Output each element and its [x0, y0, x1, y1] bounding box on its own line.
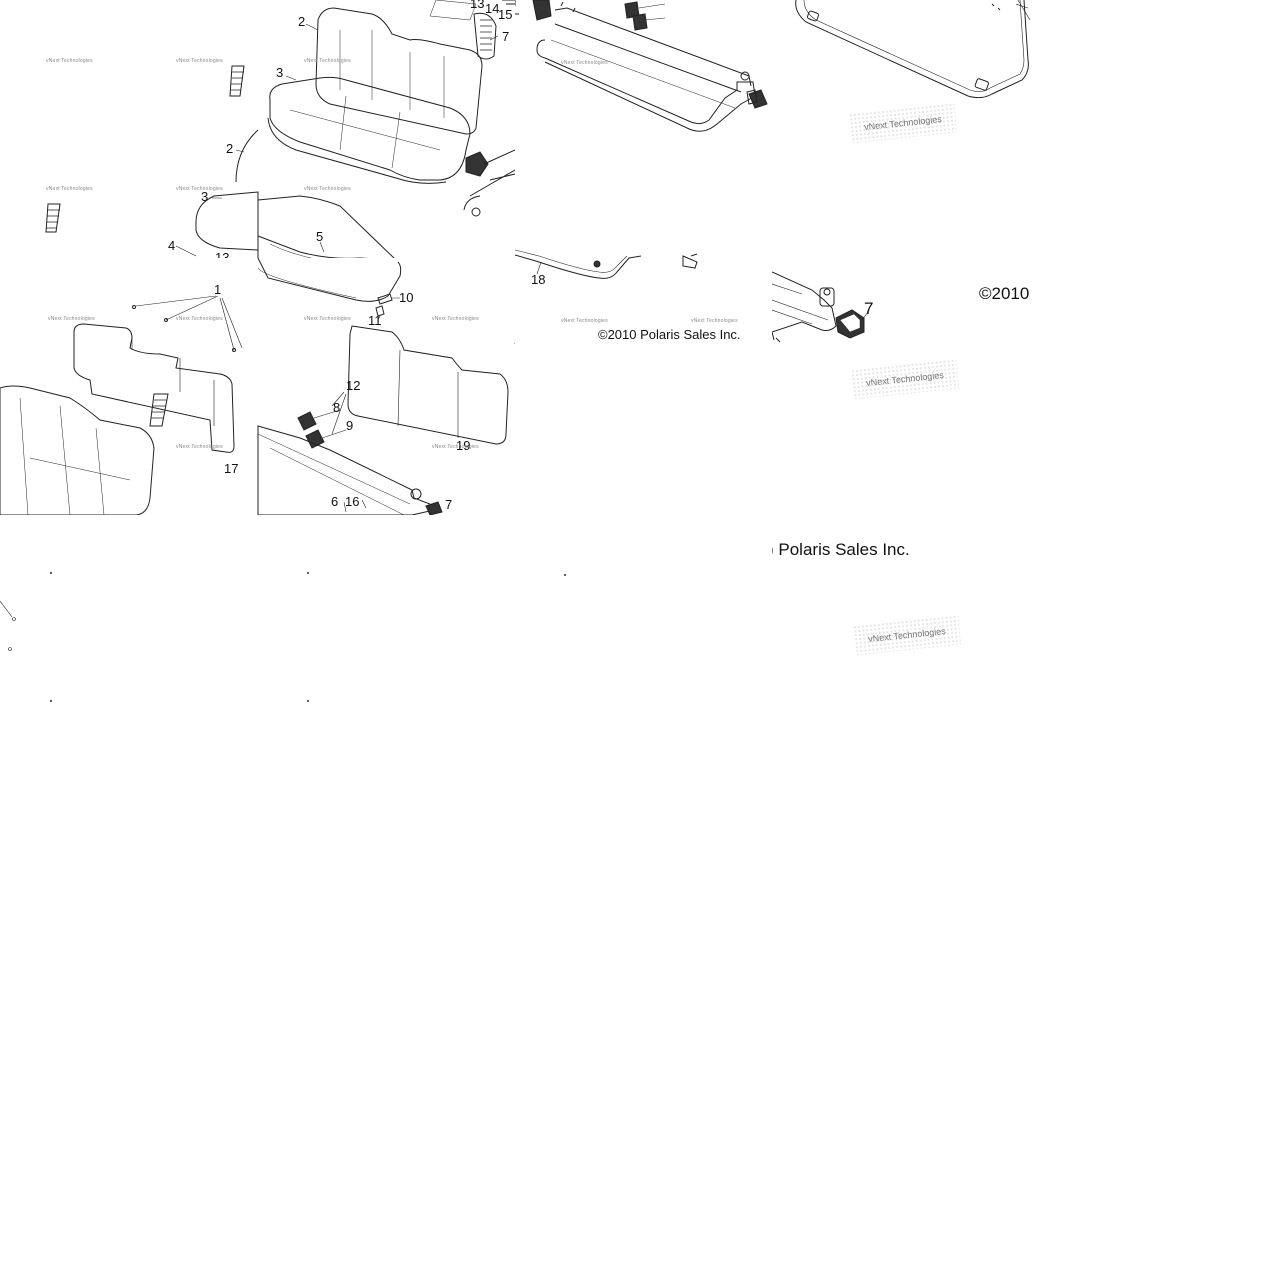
watermark: vNext Technologies: [304, 316, 351, 322]
diagram-tile-copyright: ) Polaris Sales Inc. vNext Technologies: [772, 520, 1032, 680]
callout-2b: 2: [226, 141, 234, 156]
callout-1: 1: [214, 282, 222, 297]
bracket-7: [425, 501, 443, 515]
seat-frame-zoom: [795, 0, 1029, 99]
watermark: vNext Technologies: [304, 58, 351, 64]
back-panel: [73, 323, 235, 453]
frame-drawing: [515, 0, 768, 279]
bracket-right-2: [746, 89, 758, 105]
frame-zoom-drawing: [795, 0, 1031, 99]
watermark: vNext Technologies: [561, 60, 608, 66]
faint-marks: [0, 571, 567, 703]
diagram-tile-seat-assembly-top: 2 3 13 14 15 7 2 3 4 13 5 vNext Technolo…: [0, 0, 515, 258]
watermark: vNext Technologies: [691, 318, 738, 324]
watermark: vNext Technologies: [176, 58, 223, 64]
copyright-text: ©2010 Polaris Sales Inc.: [598, 327, 741, 342]
callout-7b: 7: [514, 341, 515, 354]
callout-17: 17: [224, 461, 239, 476]
watermark: vNext Technologies: [176, 316, 223, 322]
seat-assembly-drawing-bottom: [0, 258, 509, 515]
watermark: vNext Technologies: [561, 318, 608, 324]
coil-spring-left: [229, 65, 245, 97]
watermark: vNext Technologies: [432, 444, 479, 450]
callout-12: 12: [346, 378, 361, 393]
seat-assembly-drawing-top: [45, 0, 515, 258]
frame-bar-zoom-drawing: [772, 271, 869, 343]
cushion-5: [257, 235, 370, 258]
watermark: vNext Technologies: [176, 186, 223, 192]
callout-19: 19: [456, 438, 471, 453]
diagram-tile-frame-bar-zoom: 7 ©2010 vNext Technologies ) Polaris Sal…: [772, 260, 1032, 520]
watermark: vNext Technologies: [46, 58, 93, 64]
callout-8: 8: [333, 400, 341, 415]
clip-11: [375, 305, 385, 317]
callout-7d: 7: [864, 299, 874, 318]
frame-bar-zoom: [772, 271, 837, 333]
watermark: vNext Technologies: [432, 316, 479, 322]
callout-4: 4: [168, 238, 176, 253]
spring-assembly: [473, 12, 497, 60]
latch-c: [632, 13, 648, 31]
callout-16: 16: [345, 494, 360, 509]
callout-7: 7: [502, 29, 510, 44]
latch-upper: [297, 411, 317, 431]
watermark-large: vNext Technologies: [865, 369, 945, 389]
callout-3b: 3: [201, 189, 209, 204]
callout-13b: 13: [215, 250, 230, 258]
watermark: vNext Technologies: [176, 444, 223, 450]
bracket-right: [748, 89, 768, 109]
callout-11: 11: [368, 313, 382, 328]
callout-14: 14: [485, 1, 500, 16]
latch-a: [532, 0, 552, 21]
latch-lower: [305, 429, 325, 449]
clip-10: [377, 293, 393, 305]
watermark-large: vNext Technologies: [863, 113, 943, 133]
callout-18: 18: [531, 272, 546, 287]
pad: [429, 0, 477, 21]
seat-cushion: [269, 76, 471, 181]
callout-9: 9: [346, 418, 354, 433]
callout-2: 2: [298, 14, 306, 29]
callout-10: 10: [399, 290, 414, 305]
panel-19: [347, 325, 509, 445]
watermark: vNext Technologies: [304, 186, 351, 192]
watermark: vNext Technologies: [48, 316, 95, 322]
callout-3: 3: [276, 65, 284, 80]
seat-backrest-lower: [0, 385, 155, 515]
diagram-tile-frame: 18 ©2010 Polaris Sales Inc. vNext Techno…: [515, 0, 772, 345]
copyright-company: ) Polaris Sales Inc.: [772, 540, 910, 559]
callout-6: 6: [331, 494, 339, 509]
watermark: vNext Technologies: [46, 186, 93, 192]
diagram-tile-seat-assembly-bottom: 1 10 11 7 12 8 9 19 17 6 16 7 vNext Tech…: [0, 258, 515, 515]
seat-backrest: [315, 7, 483, 135]
coil-spring-left-2: [45, 203, 61, 233]
diagram-tile-frame-zoom: vNext Technologies: [772, 0, 1032, 260]
callout-15: 15: [498, 7, 513, 22]
copyright-year: ©2010: [979, 284, 1030, 303]
frame-bar: [257, 425, 435, 515]
watermark-large: vNext Technologies: [867, 625, 947, 645]
mount-bracket: [465, 151, 489, 177]
seat-frame: [536, 39, 756, 132]
coil-spring: [149, 393, 169, 427]
diagram-tile-faint: [0, 515, 772, 715]
callout-5: 5: [316, 229, 324, 244]
callout-7c: 7: [445, 497, 453, 512]
callout-13: 13: [470, 0, 485, 11]
